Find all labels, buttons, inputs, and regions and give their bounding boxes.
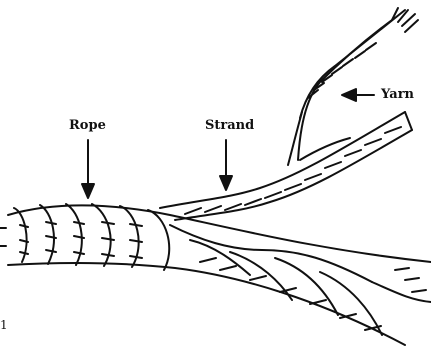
strand-label: Strand xyxy=(205,118,254,133)
strand-arrow xyxy=(220,140,232,190)
strand-body xyxy=(160,112,412,220)
rope-arrow xyxy=(82,140,94,198)
yarn-arrow xyxy=(342,89,374,101)
rope-label: Rope xyxy=(69,118,106,133)
yarn-label: Yarn xyxy=(381,87,414,102)
rope-body xyxy=(0,204,431,345)
edge-mark: 1 xyxy=(0,318,8,332)
